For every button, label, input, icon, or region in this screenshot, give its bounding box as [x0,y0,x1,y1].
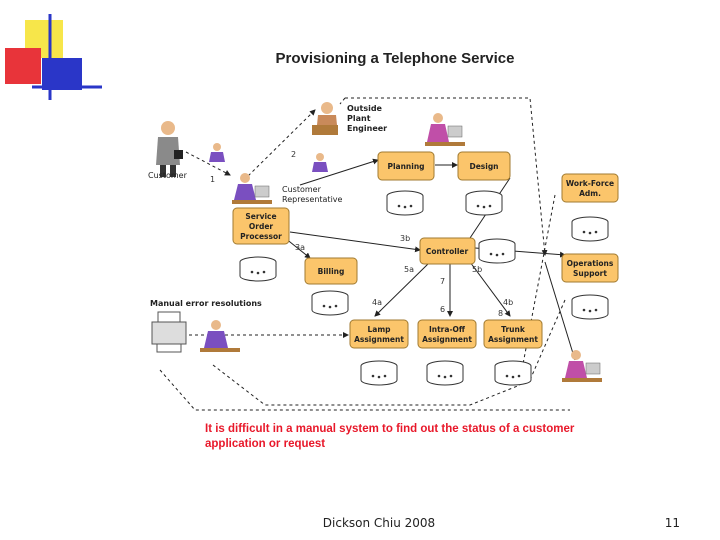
operations-label-2: Support [573,269,607,278]
controller-label: Controller [426,247,469,256]
outside-plant-label-1: Outside [347,104,383,113]
database-icon [478,238,516,264]
work-force-box: Work-Force Adm. [561,173,619,203]
service-order-label-3: Processor [240,232,282,241]
trunk-label-1: Trunk [501,325,526,334]
operations-label-1: Operations [567,259,614,268]
operations-box: Operations Support [561,253,619,283]
step-2: 2 [291,150,296,159]
page-number: 11 [664,516,680,530]
lamp-label-2: Assignment [354,335,404,344]
step-6: 6 [440,305,445,314]
outside-plant-label-3: Engineer [347,124,387,133]
operator-icon [232,173,272,204]
warning-note: It is difficult in a manual system to fi… [205,423,575,450]
operator-icon [562,350,602,382]
step-5a: 5a [404,265,414,274]
work-force-label-2: Adm. [579,189,601,198]
database-icon [360,360,398,386]
step-5b: 5b [472,265,482,274]
step-3a: 3a [295,243,305,252]
customer-rep-label-1: Customer [282,185,322,194]
planning-box: Planning [377,151,435,181]
intraoff-box: Intra-Off Assignment [417,319,477,349]
footer-author: Dickson Chiu 2008 [322,516,436,530]
service-order-box: Service Order Processor [232,207,290,245]
work-force-label-1: Work-Force [566,179,614,188]
lamp-box: Lamp Assignment [349,319,409,349]
step-3b: 3b [400,234,410,243]
database-icon [571,216,609,242]
lamp-label-1: Lamp [367,325,391,334]
service-order-label-2: Order [249,222,274,231]
step-4a: 4a [372,298,382,307]
operator-icon [312,153,328,172]
billing-label: Billing [318,267,345,276]
manual-error-label: Manual error resolutions [150,299,262,308]
database-icon [239,256,277,282]
customer-rep-label-2: Representative [282,195,343,204]
controller-box: Controller [419,237,476,265]
database-icon [571,294,609,320]
printer-icon [151,311,240,353]
intraoff-label-2: Assignment [422,335,472,344]
database-icon [465,190,503,216]
customer-label: Customer [148,171,188,180]
database-icon [426,360,464,386]
operator-icon [209,143,225,162]
intraoff-label-1: Intra-Off [429,325,466,334]
database-icon [494,360,532,386]
trunk-box: Trunk Assignment [483,319,543,349]
service-order-label-1: Service [245,212,276,221]
diagram-title: Provisioning a Telephone Service [275,50,515,67]
billing-box: Billing [304,257,358,285]
engineer-icon [312,102,338,135]
step-1: 1 [210,175,215,184]
trunk-label-2: Assignment [488,335,538,344]
planning-label: Planning [387,162,424,171]
step-4b: 4b [503,298,513,307]
design-box: Design [457,151,511,181]
step-7: 7 [440,277,445,286]
deco-red-square [5,48,41,84]
design-label: Design [469,162,498,171]
database-icon [386,190,424,216]
operator-icon [425,113,465,146]
outside-plant-label-2: Plant [347,114,371,123]
businessman-icon [156,121,183,177]
corner-decoration [5,14,102,100]
step-8: 8 [498,309,503,318]
database-icon [311,290,349,316]
